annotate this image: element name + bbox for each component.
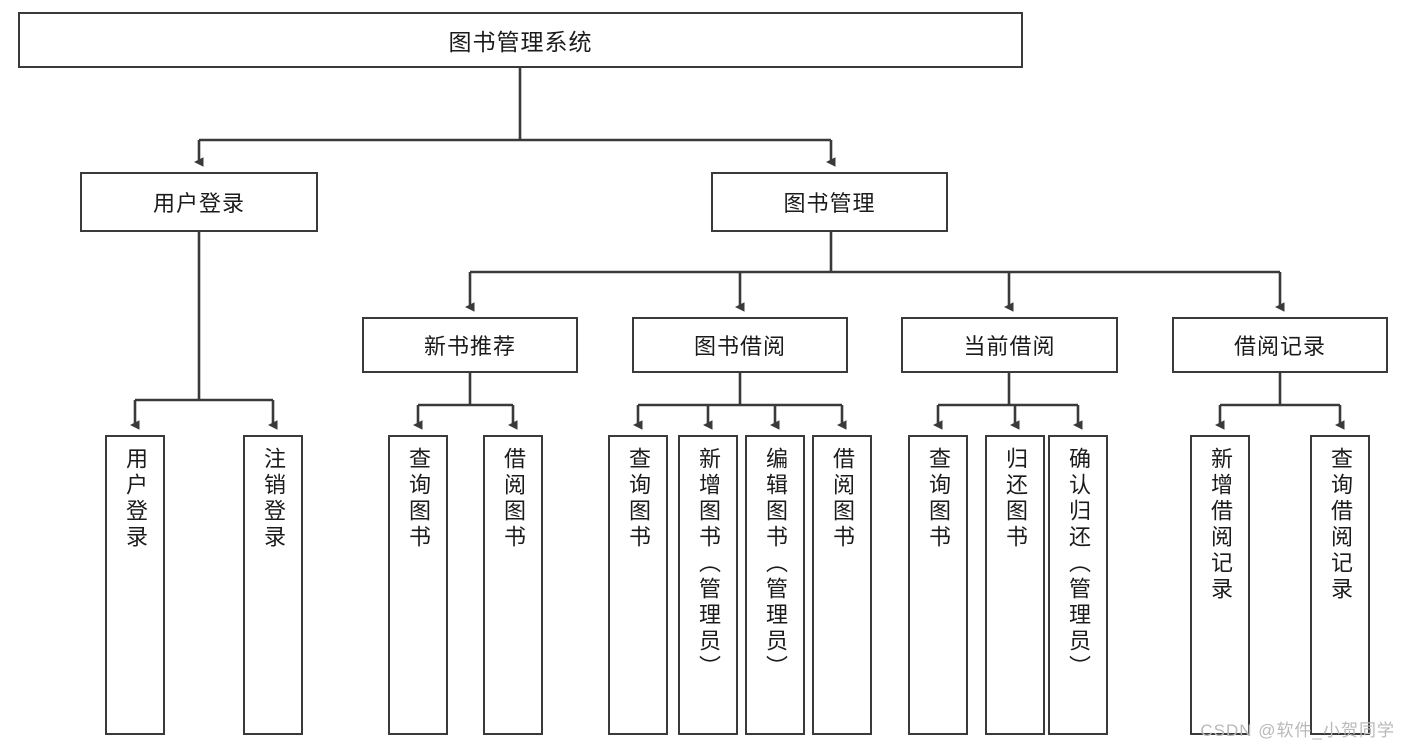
node-book-borrow[interactable]: 图书借阅 [632,317,848,373]
leaf-edit-book-admin[interactable]: 编辑图书（管理员） [745,435,805,735]
node-root-label: 图书管理系统 [448,29,593,55]
node-new-book-recommend-label: 新书推荐 [423,334,516,359]
node-user-login[interactable]: 用户登录 [80,172,318,232]
node-borrow-records[interactable]: 借阅记录 [1172,317,1388,373]
node-root[interactable]: 图书管理系统 [18,12,1023,68]
leaf-query-book-borrow-label: 查询图书 [626,447,651,551]
leaf-query-book-recommend[interactable]: 查询图书 [388,435,448,735]
watermark: CSDN @软件_小贺同学 [1200,721,1395,740]
leaf-query-book-borrow[interactable]: 查询图书 [608,435,668,735]
leaf-user-logout-label: 注销登录 [261,447,286,551]
leaf-query-borrow-record[interactable]: 查询借阅记录 [1310,435,1370,735]
node-current-borrow[interactable]: 当前借阅 [901,317,1118,373]
leaf-user-login[interactable]: 用户登录 [105,435,165,735]
leaf-borrow-book[interactable]: 借阅图书 [812,435,872,735]
leaf-return-book[interactable]: 归还图书 [985,435,1045,735]
node-new-book-recommend[interactable]: 新书推荐 [362,317,578,373]
node-book-management-label: 图书管理 [783,191,876,216]
node-book-borrow-label: 图书借阅 [693,334,786,359]
leaf-add-borrow-record-label: 新增借阅记录 [1208,447,1233,603]
leaf-query-book-recommend-label: 查询图书 [406,447,431,551]
leaf-add-book-admin[interactable]: 新增图书（管理员） [678,435,738,735]
node-current-borrow-label: 当前借阅 [963,334,1056,359]
leaf-borrow-book-recommend[interactable]: 借阅图书 [483,435,543,735]
leaf-user-logout[interactable]: 注销登录 [243,435,303,735]
leaf-borrow-book-label: 借阅图书 [830,447,855,551]
node-user-login-label: 用户登录 [152,191,245,216]
leaf-user-login-label: 用户登录 [123,447,148,551]
leaf-query-book-current[interactable]: 查询图书 [908,435,968,735]
leaf-add-borrow-record[interactable]: 新增借阅记录 [1190,435,1250,735]
leaf-return-book-label: 归还图书 [1003,447,1028,551]
node-book-management[interactable]: 图书管理 [711,172,948,232]
leaf-edit-book-admin-label: 编辑图书（管理员） [763,447,788,681]
leaf-query-borrow-record-label: 查询借阅记录 [1328,447,1353,603]
node-borrow-records-label: 借阅记录 [1233,334,1326,359]
leaf-confirm-return-admin-label: 确认归还（管理员） [1066,447,1091,681]
leaf-borrow-book-recommend-label: 借阅图书 [501,447,526,551]
leaf-add-book-admin-label: 新增图书（管理员） [696,447,721,681]
leaf-confirm-return-admin[interactable]: 确认归还（管理员） [1048,435,1108,735]
leaf-query-book-current-label: 查询图书 [926,447,951,551]
